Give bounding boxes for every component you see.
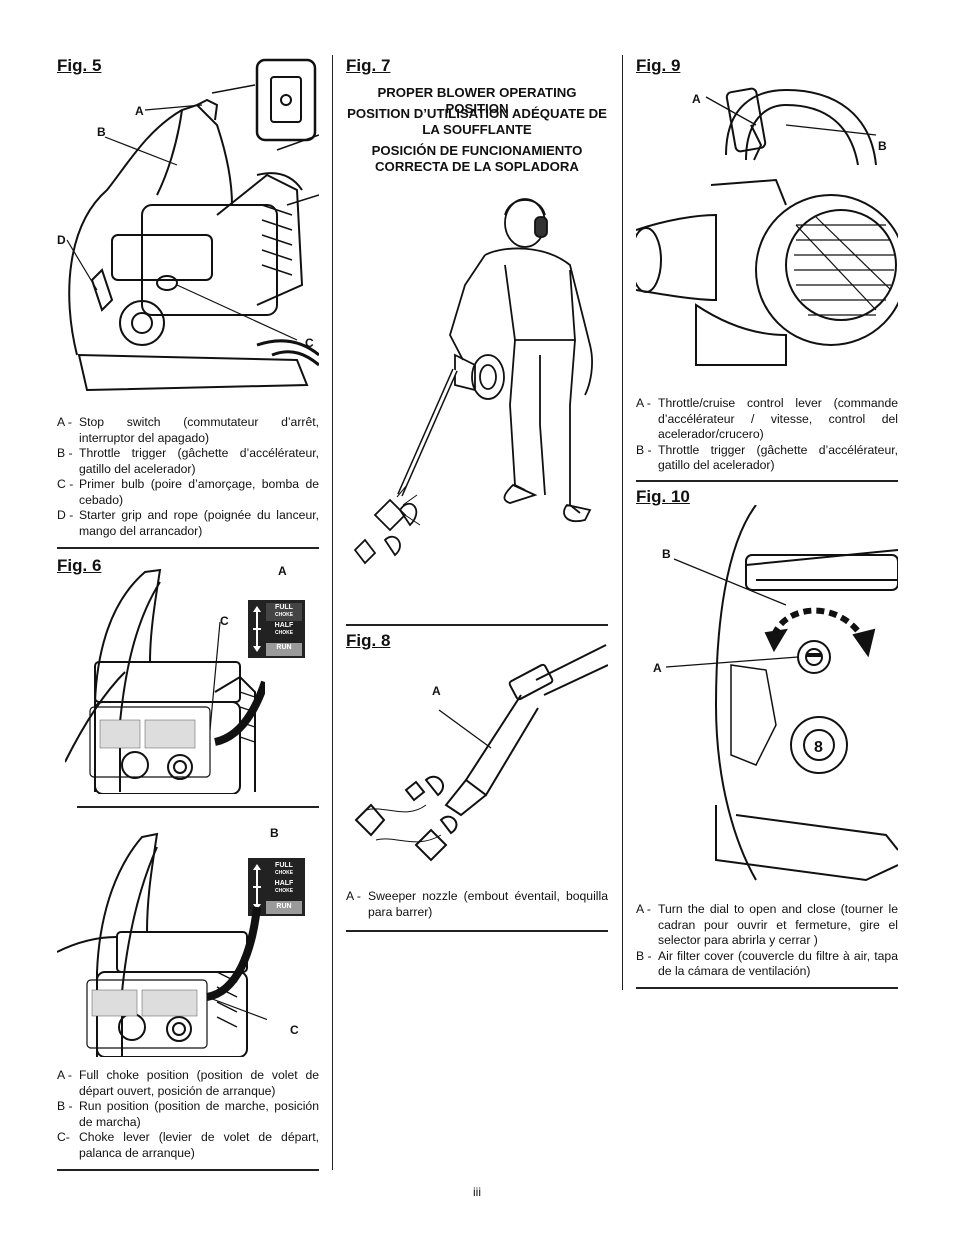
fig8-legend: A -Sweeper nozzle (embout éventail, boqu… <box>346 889 608 920</box>
fig8-title: Fig. 8 <box>346 631 391 650</box>
fig10-callout-b: B <box>662 547 671 561</box>
fig6-illustration-bottom <box>57 822 267 1057</box>
fig9-blower-illustration <box>636 85 898 375</box>
fig8-nozzle-illustration <box>346 640 608 870</box>
legend-item: C -Primer bulb (poire d’amorçage, bomba … <box>57 477 319 507</box>
fig6-choke-text-half-top: HALF <box>274 622 294 629</box>
legend-item: B -Throttle trigger (gâchette d’accéléra… <box>57 446 319 476</box>
legend-item: B -Air filter cover (couvercle du filtre… <box>636 948 898 979</box>
fig5-callout-b: B <box>97 125 106 139</box>
legend-item: A -Throttle/cruise control lever (comman… <box>636 396 898 441</box>
fig7-title: Fig. 7 <box>346 56 391 75</box>
legend-item: D -Starter grip and rope (poignée du lan… <box>57 508 319 538</box>
fig10-title: Fig. 10 <box>636 487 690 506</box>
fig5-callout-d: D <box>57 233 66 247</box>
fig6-choke-text-run-top: RUN <box>276 644 292 651</box>
fig6-choke-text-full-bottom: FULL <box>275 862 293 869</box>
fig5-illustration <box>57 55 319 400</box>
fig6-callout-a: A <box>278 564 287 578</box>
legend-item: A -Sweeper nozzle (embout éventail, boqu… <box>346 889 608 919</box>
svg-text:8: 8 <box>814 739 823 756</box>
legend-item: A -Turn the dial to open and close (tour… <box>636 902 898 947</box>
legend-item: B -Throttle trigger (gâchette d’accéléra… <box>636 442 898 473</box>
fig9-callout-b: B <box>878 139 887 153</box>
fig6-callout-c-top: C <box>220 614 229 628</box>
fig10-bottom-rule <box>636 987 898 989</box>
fig5-legend: A -Stop switch (commutateur d’arrêt, int… <box>57 415 319 539</box>
fig7-heading-fr: POSITION D’UTILISATION ADÉQUATE DE LA SO… <box>347 106 607 137</box>
fig7-heading-es: POSICIÓN DE FUNCIONAMIENTO CORRECTA DE L… <box>371 143 583 174</box>
fig5-callout-a: A <box>135 104 144 118</box>
fig6-choke-text-run-bottom: RUN <box>276 903 292 910</box>
fig7-heading-en: PROPER BLOWER OPERATING POSITION <box>377 85 577 116</box>
fig6-choke-text-half-bottom: HALF <box>274 880 294 887</box>
fig6-callout-b: B <box>270 826 279 840</box>
fig9-legend: A -Throttle/cruise control lever (comman… <box>636 396 898 474</box>
fig9-bottom-rule <box>636 480 898 482</box>
fig7-operator-illustration <box>345 195 610 575</box>
legend-item: C-Choke lever (levier de volet de départ… <box>57 1130 319 1160</box>
page-number: iii <box>473 1185 481 1199</box>
fig6-choke-label-run <box>248 858 305 916</box>
column-divider-left <box>332 55 333 1170</box>
fig9-title: Fig. 9 <box>636 56 681 75</box>
fig6-choke-text-halfchoke-top: CHOKE <box>274 630 294 636</box>
legend-item: A -Full choke position (position de vole… <box>57 1068 319 1098</box>
fig6-choke-text-full-top: FULL <box>275 604 293 611</box>
fig10-callout-a: A <box>653 661 662 675</box>
fig7-bottom-rule <box>346 624 608 626</box>
fig6-choke-text-halfchoke-bottom: CHOKE <box>274 888 294 894</box>
fig6-choke-label-full <box>248 600 305 658</box>
fig6-illustration-top <box>65 562 265 794</box>
fig6-bottom-rule <box>57 1169 319 1171</box>
fig5-callout-c: C <box>305 336 314 350</box>
fig5-title: Fig. 5 <box>57 56 102 75</box>
fig8-callout-a: A <box>432 684 441 698</box>
fig9-callout-a: A <box>692 92 701 106</box>
fig6-choke-text-choke-top: CHOKE <box>274 612 294 618</box>
fig10-air-filter-illustration: 8 <box>636 505 898 890</box>
column-divider-right <box>622 55 623 990</box>
fig6-legend: A -Full choke position (position de vole… <box>57 1068 319 1161</box>
fig6-title: Fig. 6 <box>57 556 102 575</box>
legend-item: B -Run position (position de marche, pos… <box>57 1099 319 1129</box>
fig5-bottom-rule <box>57 547 319 549</box>
fig6-callout-c-bottom: C <box>290 1023 299 1037</box>
fig10-legend: A -Turn the dial to open and close (tour… <box>636 902 898 980</box>
fig8-bottom-rule <box>346 930 608 932</box>
fig6-mid-rule <box>77 806 319 808</box>
fig6-choke-text-choke-bottom: CHOKE <box>274 870 294 876</box>
legend-item: A -Stop switch (commutateur d’arrêt, int… <box>57 415 319 445</box>
